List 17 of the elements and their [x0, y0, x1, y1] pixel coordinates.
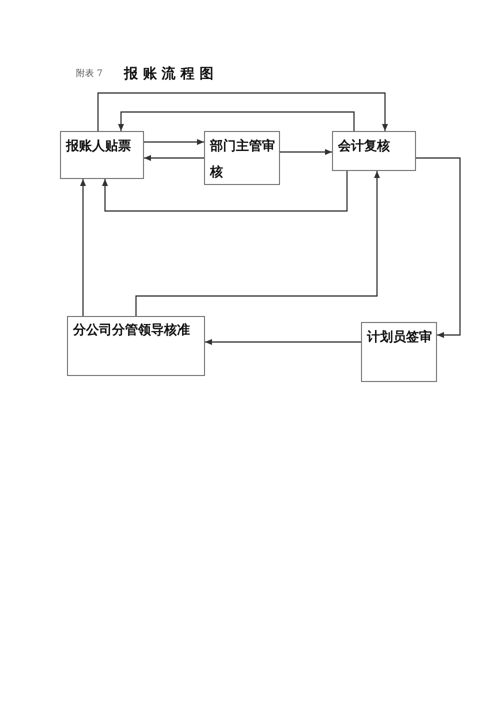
process-box: 会计复核	[332, 131, 416, 171]
arrow	[280, 149, 332, 155]
arrow	[416, 157, 461, 338]
process-box: 报账人贴票	[60, 131, 144, 179]
arrow	[97, 92, 388, 131]
process-box: 计划员签审	[361, 322, 437, 382]
appendix-label: 附表 7	[76, 69, 103, 80]
arrow	[144, 139, 204, 145]
arrow	[118, 111, 355, 131]
arrow	[144, 155, 204, 161]
arrow	[102, 171, 348, 212]
title: 报 账 流 程 图	[124, 66, 214, 82]
arrow	[80, 179, 86, 316]
process-box: 部门主管审核	[204, 131, 280, 185]
process-box: 分公司分管领导核准	[67, 316, 205, 376]
arrow	[205, 339, 361, 345]
arrow	[135, 171, 380, 316]
